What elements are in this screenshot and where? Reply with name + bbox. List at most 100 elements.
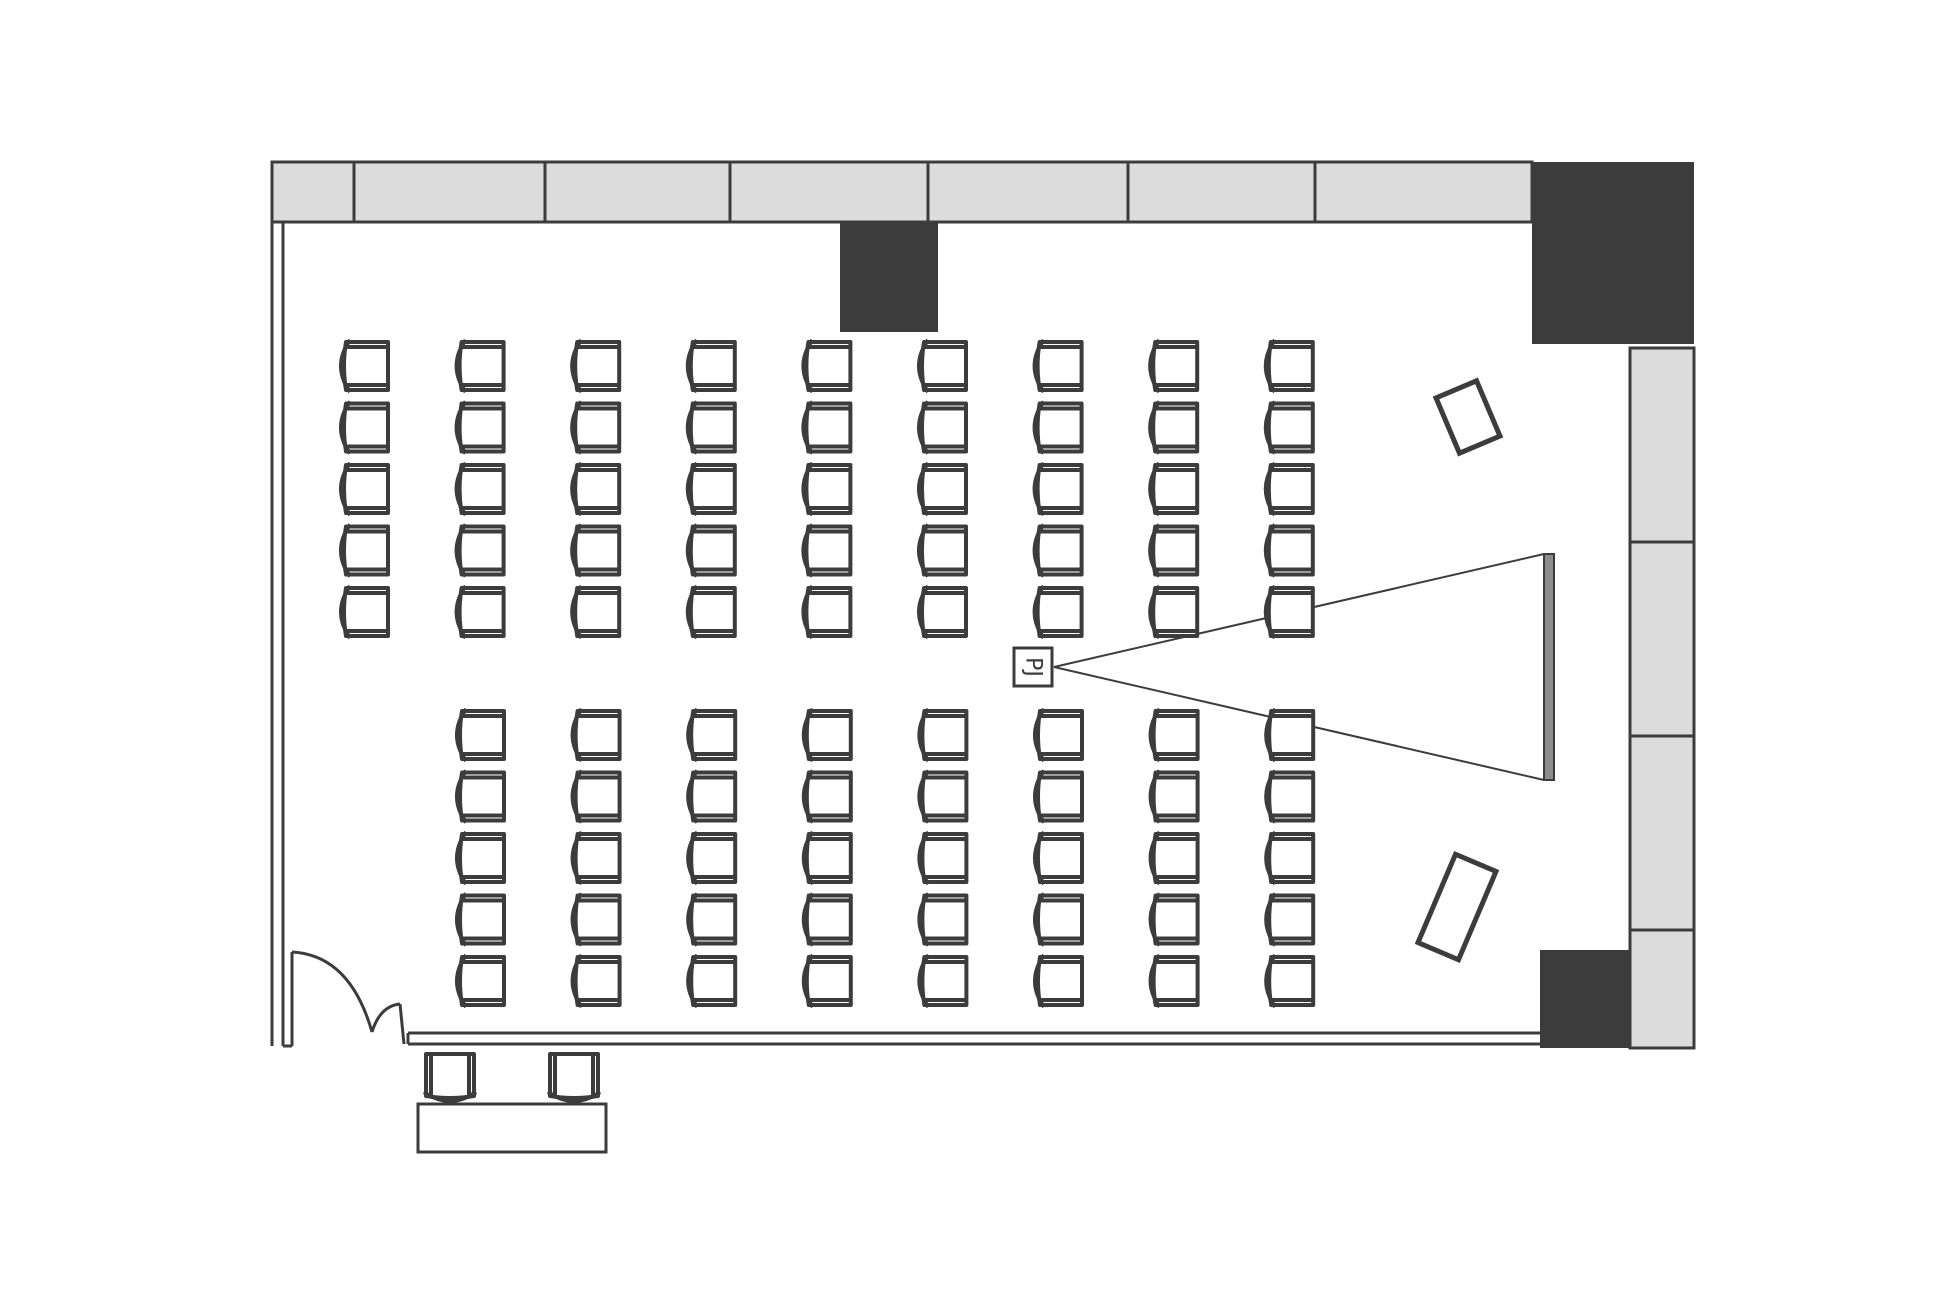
chair bbox=[454, 400, 506, 455]
chair bbox=[917, 338, 968, 394]
projection-screen bbox=[1543, 553, 1555, 781]
chair bbox=[454, 461, 506, 517]
structural-column-bottom-right bbox=[1540, 950, 1630, 1048]
chair bbox=[1033, 707, 1084, 763]
chair bbox=[1264, 830, 1316, 886]
chair bbox=[917, 953, 969, 1009]
chair bbox=[1032, 461, 1084, 517]
chair bbox=[917, 769, 969, 824]
structural-column-top-right bbox=[1532, 162, 1694, 344]
right-window-band bbox=[1628, 346, 1696, 1050]
projector-label: PJ bbox=[1021, 657, 1046, 677]
reception-chairs bbox=[422, 1052, 602, 1103]
chair bbox=[917, 461, 968, 517]
chair bbox=[339, 523, 390, 578]
chair bbox=[801, 338, 853, 394]
chair bbox=[339, 584, 390, 640]
chair bbox=[339, 400, 390, 455]
chair bbox=[917, 830, 969, 886]
chair bbox=[570, 461, 622, 517]
chair bbox=[1264, 707, 1316, 763]
left-wall bbox=[270, 222, 285, 1046]
chair bbox=[801, 769, 853, 824]
projector: PJ bbox=[1012, 646, 1054, 688]
chair bbox=[1264, 769, 1316, 824]
chair bbox=[455, 953, 506, 1009]
reception-chair bbox=[546, 1052, 602, 1103]
chair bbox=[1148, 707, 1200, 763]
chair bbox=[801, 584, 853, 640]
chair bbox=[685, 461, 737, 517]
chair bbox=[686, 769, 738, 824]
chair bbox=[1033, 953, 1084, 1009]
chair bbox=[1148, 953, 1200, 1009]
chair bbox=[1033, 892, 1084, 947]
structural-column-top bbox=[840, 222, 938, 332]
chair bbox=[801, 707, 853, 763]
reception-table bbox=[416, 1102, 608, 1154]
chair bbox=[917, 584, 968, 640]
chair bbox=[570, 584, 622, 640]
chair bbox=[570, 523, 622, 578]
chair bbox=[1148, 769, 1200, 824]
chair bbox=[917, 523, 968, 578]
chair bbox=[1148, 338, 1200, 394]
chair bbox=[685, 523, 737, 578]
chair bbox=[1263, 461, 1315, 517]
chair bbox=[686, 892, 738, 947]
chair bbox=[1032, 338, 1084, 394]
chair bbox=[1148, 523, 1200, 578]
bottom-wall bbox=[406, 1031, 1540, 1046]
chair bbox=[570, 400, 622, 455]
chair bbox=[1148, 461, 1200, 517]
seating-block-lower bbox=[455, 707, 1316, 1009]
chair bbox=[685, 584, 737, 640]
chair bbox=[801, 400, 853, 455]
chair bbox=[570, 707, 622, 763]
chair bbox=[1032, 584, 1084, 640]
chair bbox=[339, 338, 390, 394]
chair bbox=[686, 707, 738, 763]
chair bbox=[1263, 523, 1315, 578]
chair bbox=[801, 830, 853, 886]
chair bbox=[917, 892, 969, 947]
chair bbox=[685, 400, 737, 455]
chair bbox=[455, 769, 506, 824]
chair bbox=[1148, 892, 1200, 947]
chair bbox=[686, 830, 738, 886]
chair bbox=[1264, 953, 1316, 1009]
chair bbox=[1263, 584, 1315, 640]
chair bbox=[455, 707, 506, 763]
reception-chair bbox=[422, 1052, 478, 1103]
chair bbox=[801, 523, 853, 578]
chair bbox=[570, 953, 622, 1009]
speaker-lower bbox=[1414, 850, 1500, 964]
chair bbox=[570, 830, 622, 886]
chair bbox=[455, 892, 506, 947]
chair bbox=[801, 892, 853, 947]
chair bbox=[339, 461, 390, 517]
chair bbox=[1032, 523, 1084, 578]
chair bbox=[455, 830, 506, 886]
chair bbox=[454, 338, 506, 394]
chair bbox=[917, 707, 969, 763]
chair bbox=[1032, 400, 1084, 455]
chair bbox=[570, 769, 622, 824]
chair bbox=[454, 584, 506, 640]
chair bbox=[1033, 830, 1084, 886]
chair bbox=[454, 523, 506, 578]
entrance-door bbox=[283, 950, 406, 1048]
chair bbox=[801, 953, 853, 1009]
chair bbox=[570, 338, 622, 394]
chair bbox=[686, 953, 738, 1009]
chair bbox=[570, 892, 622, 947]
chair bbox=[1264, 892, 1316, 947]
chair bbox=[801, 461, 853, 517]
chair bbox=[1263, 338, 1315, 394]
seating-block-upper bbox=[339, 338, 1315, 640]
top-window-band bbox=[270, 160, 1534, 224]
speaker-upper bbox=[1432, 377, 1504, 457]
chair bbox=[1148, 400, 1200, 455]
chair bbox=[1148, 830, 1200, 886]
